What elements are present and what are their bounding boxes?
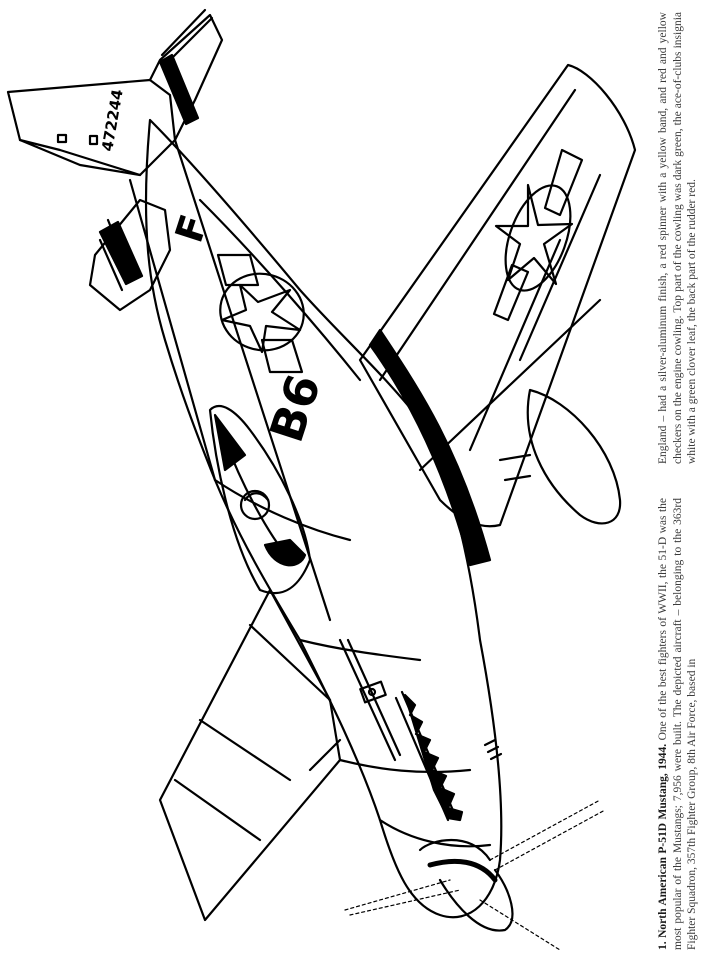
fuselage — [128, 118, 503, 919]
wing-star-insignia — [492, 148, 584, 322]
caption-column-2: England – had a silver-aluminum finish, … — [656, 12, 700, 464]
invasion-stripe-icon — [368, 328, 492, 567]
caption-title: North American P-51D Mustang, 1944. — [657, 743, 669, 938]
fuselage-letter: F — [167, 209, 217, 247]
exhaust-stacks — [483, 738, 503, 761]
drop-tank — [498, 388, 622, 525]
tail-serial: 472244 — [98, 88, 127, 153]
right-wing — [358, 63, 637, 528]
left-wing — [158, 588, 342, 922]
caption-column-1: 1. North American P-51D Mustang, 1944. O… — [656, 498, 700, 950]
p51-mustang-illustration: 472244 — [6, 8, 637, 951]
cockpit-canopy — [208, 405, 312, 595]
horizontal-stabilizer — [6, 8, 224, 177]
tail-stripe-icon — [158, 53, 200, 126]
caption: 1. North American P-51D Mustang, 1944. O… — [656, 10, 700, 950]
ace-of-clubs-insignia — [338, 638, 402, 762]
caption-body-2: England – had a silver-aluminum finish, … — [657, 12, 698, 464]
propeller-blur — [344, 799, 606, 951]
caption-number: 1. — [657, 941, 669, 950]
rudder-stripe-icon — [98, 220, 144, 286]
cowling-checkers-icon — [403, 693, 464, 822]
spinner — [418, 838, 514, 932]
fuselage-star-insignia — [216, 253, 305, 374]
